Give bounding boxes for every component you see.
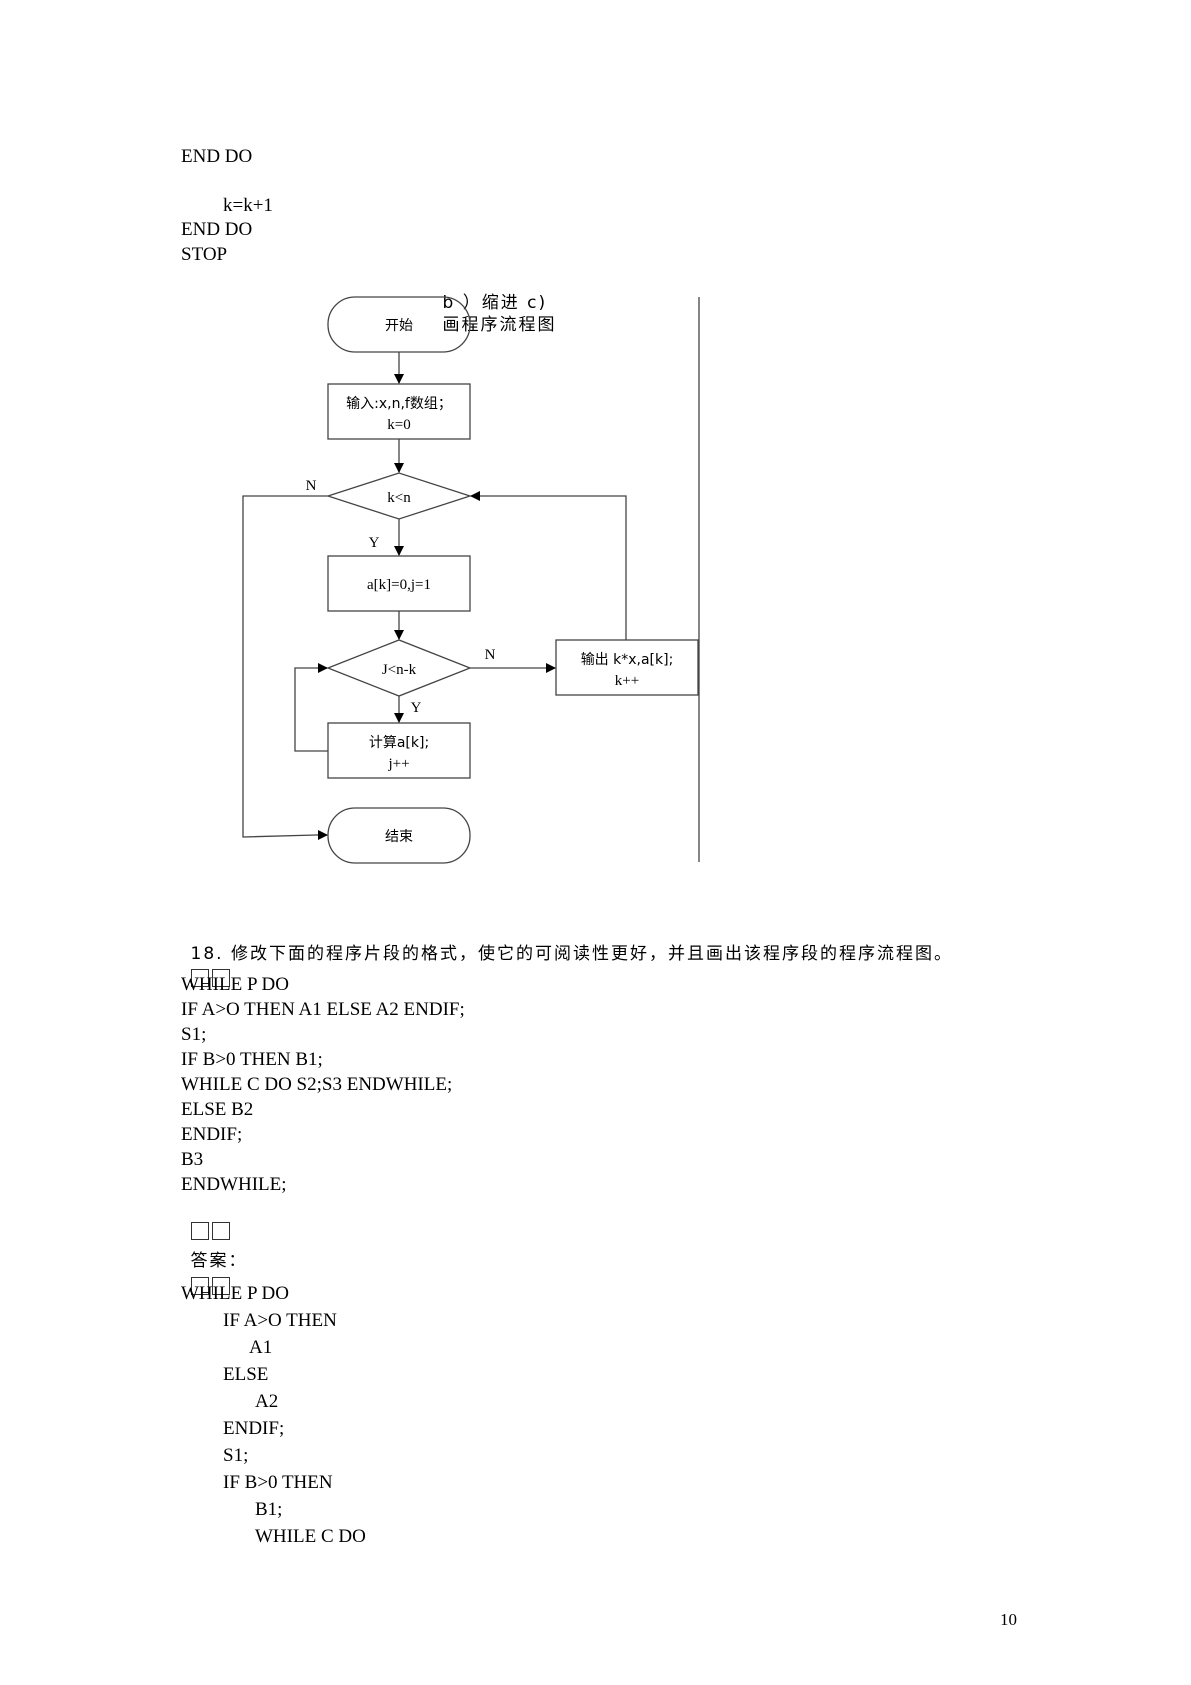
question-text: 18. 修改下面的程序片段的格式，使它的可阅读性更好，并且画出该程序段的程序流程… xyxy=(181,921,953,965)
edge-label-y: Y xyxy=(369,535,380,551)
code-line: WHILE P DO xyxy=(181,974,289,995)
init-label: a[k]=0,j=1 xyxy=(367,577,431,593)
answer-label: 答案： xyxy=(181,1228,248,1272)
placeholder-boxes xyxy=(181,947,233,991)
placeholder-box xyxy=(190,1277,209,1295)
code-line: WHILE C DO xyxy=(255,1526,366,1547)
code-line: k=k+1 xyxy=(223,195,273,216)
decision2-label: J<n-k xyxy=(382,662,417,678)
question-label: 18. 修改下面的程序片段的格式，使它的可阅读性更好，并且画出该程序段的程序流程… xyxy=(190,944,953,964)
placeholder-box xyxy=(190,1222,209,1240)
code-line: A2 xyxy=(255,1391,279,1412)
code-line: ENDIF; xyxy=(181,1124,243,1145)
code-line: END DO xyxy=(181,219,253,240)
code-line: STOP xyxy=(181,244,228,265)
caption-prefix: b ）缩进 c) xyxy=(442,293,548,313)
code-line: IF A>O THEN xyxy=(223,1310,337,1331)
placeholder-boxes xyxy=(181,1255,233,1299)
edge-label-y: Y xyxy=(411,700,422,716)
program-flowchart: 开始 输入:x,n,f数组； k=0 k<n a[k]=0,j=1 J<n-k … xyxy=(242,296,700,864)
loop-line xyxy=(294,667,328,752)
code-line: A1 xyxy=(249,1337,273,1358)
page-number: 10 xyxy=(1000,1610,1017,1629)
input-label-2: k=0 xyxy=(387,417,410,433)
code-line: ELSE xyxy=(223,1364,269,1385)
answer-label-text: 答案： xyxy=(190,1251,248,1271)
code-line: ENDIF; xyxy=(223,1418,285,1439)
code-line: END DO xyxy=(181,146,253,167)
output-label-1: 输出 k*x,a[k]; xyxy=(581,652,674,668)
end-node xyxy=(327,807,471,864)
output-label-2: k++ xyxy=(615,673,639,689)
edge-label-n: N xyxy=(306,478,317,494)
caption-suffix: 画程序流程图 xyxy=(442,315,557,335)
edge-label-n: N xyxy=(485,647,496,663)
code-line: ENDWHILE; xyxy=(181,1174,287,1195)
compute-label-1: 计算a[k]; xyxy=(369,735,429,751)
figure-caption: b ）缩进 c) 画程序流程图 xyxy=(433,270,557,336)
code-line: S1; xyxy=(223,1445,249,1466)
loop-line xyxy=(482,495,627,640)
placeholder-box xyxy=(211,1277,230,1295)
code-line: IF B>0 THEN xyxy=(223,1472,333,1493)
placeholder-boxes xyxy=(181,1200,233,1244)
code-line: S1; xyxy=(181,1024,207,1045)
input-label-1: 输入:x,n,f数组； xyxy=(346,396,452,412)
end-label: 结束 xyxy=(385,829,413,845)
placeholder-box xyxy=(211,1222,230,1240)
compute-label-2: j++ xyxy=(387,756,409,772)
code-line: B1; xyxy=(255,1499,283,1520)
exit-line xyxy=(242,495,328,838)
code-line: WHILE P DO xyxy=(181,1283,289,1304)
code-line: IF B>0 THEN B1; xyxy=(181,1049,323,1070)
decision1-label: k<n xyxy=(387,490,411,506)
code-line: ELSE B2 xyxy=(181,1099,254,1120)
output-node xyxy=(555,639,699,696)
placeholder-box xyxy=(211,969,230,987)
code-line: WHILE C DO S2;S3 ENDWHILE; xyxy=(181,1074,453,1095)
code-line: B3 xyxy=(181,1149,204,1170)
placeholder-box xyxy=(190,969,209,987)
code-line: IF A>O THEN A1 ELSE A2 ENDIF; xyxy=(181,999,465,1020)
start-label: 开始 xyxy=(385,318,413,334)
